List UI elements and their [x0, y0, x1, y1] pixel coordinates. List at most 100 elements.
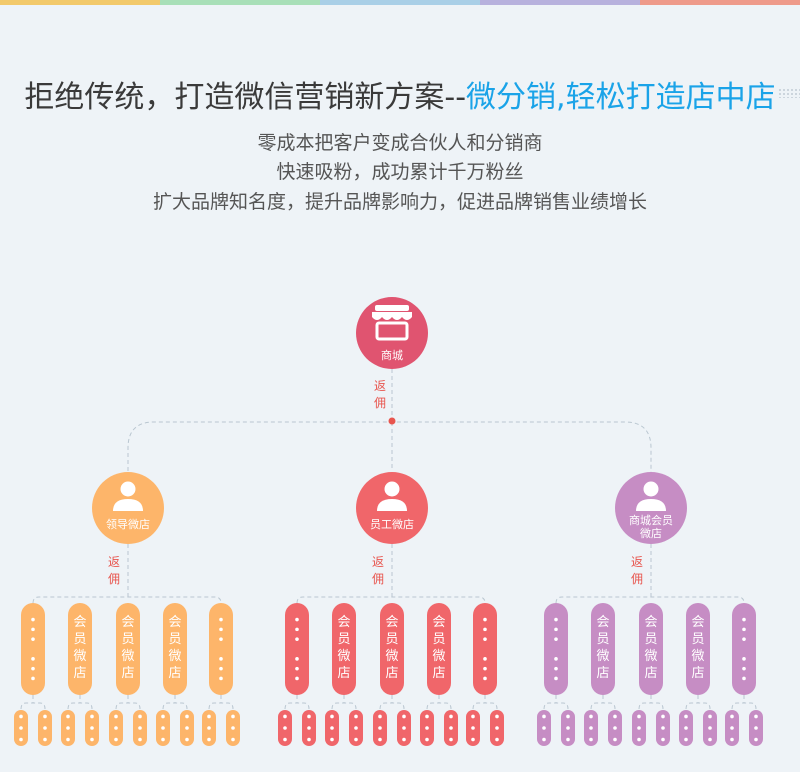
pill-dot — [742, 637, 746, 641]
dots-pill — [420, 710, 434, 746]
pill-dot — [66, 737, 70, 742]
pill-dot — [161, 714, 165, 719]
pill-dot — [295, 666, 299, 671]
pill-dot — [207, 726, 211, 730]
dots-pill — [679, 710, 693, 746]
pill-dot — [295, 637, 299, 641]
pill-dot — [219, 637, 223, 641]
user-body — [377, 499, 407, 511]
pill-dot — [378, 714, 382, 719]
top-bar-segment — [0, 0, 160, 5]
pill-dot — [114, 714, 118, 719]
dots-pill — [561, 710, 575, 746]
dots-pill — [61, 710, 75, 746]
pill-dot — [449, 737, 453, 742]
pill-dot — [425, 726, 429, 730]
pill-dot — [730, 714, 734, 719]
pill-dot — [283, 714, 287, 719]
pill-dot — [295, 657, 299, 661]
top-bar-segment — [480, 0, 640, 5]
member-shop-pill — [686, 603, 710, 695]
pill-dot — [219, 657, 223, 661]
pill-dot — [66, 726, 70, 730]
member-shop-pill — [163, 603, 187, 695]
pill-dot — [742, 627, 746, 632]
pill-dot — [542, 737, 546, 742]
pill-dot — [43, 726, 47, 730]
pill-dot — [19, 737, 23, 742]
dots-pill — [397, 710, 411, 746]
leaf-connector — [162, 695, 188, 710]
pill-dot — [295, 676, 299, 681]
leaf-connector — [379, 695, 405, 710]
pill-dot — [43, 737, 47, 742]
awning-top — [375, 305, 409, 311]
pill-dot — [402, 714, 406, 719]
dots-pill — [226, 710, 240, 746]
pill-dot — [554, 637, 558, 641]
rebate-label: 返佣 — [631, 555, 643, 586]
user-head — [120, 481, 136, 497]
member-shop-label: 会员微店 — [385, 615, 398, 681]
pill-dot — [185, 737, 189, 742]
pill-dot — [90, 737, 94, 742]
pill-dot — [185, 726, 189, 730]
pill-dot — [742, 617, 746, 622]
dots-pill — [180, 710, 194, 746]
pill-dot — [661, 726, 665, 730]
pill-dot — [661, 737, 665, 742]
dots-pill — [544, 603, 568, 695]
dots-pill — [732, 603, 756, 695]
pill-dot — [730, 737, 734, 742]
decorative-dots — [778, 88, 800, 98]
pill-dot — [661, 714, 665, 719]
sub-connector-bar — [296, 596, 486, 604]
pill-dot — [483, 627, 487, 632]
pill-dot — [31, 676, 35, 681]
pill-dot — [754, 726, 758, 730]
pill-dot — [684, 714, 688, 719]
user-head — [643, 481, 659, 497]
pill-dot — [295, 627, 299, 632]
pill-dot — [31, 617, 35, 622]
member-shop-label: 会员微店 — [432, 615, 445, 681]
awning-scallop — [372, 312, 412, 320]
pill-shape — [285, 603, 309, 695]
pill-dot — [554, 676, 558, 681]
pill-dot — [207, 714, 211, 719]
pill-dot — [754, 714, 758, 719]
pill-dot — [449, 714, 453, 719]
pill-dot — [684, 737, 688, 742]
pill-dot — [566, 714, 570, 719]
leaf-connector — [115, 695, 141, 710]
dots-pill — [14, 710, 28, 746]
branch-label: 领导微店 — [106, 517, 150, 531]
member-shop-label: 会员微店 — [691, 615, 704, 681]
user-body — [636, 499, 666, 511]
dots-pill — [656, 710, 670, 746]
dots-pill — [632, 710, 646, 746]
dots-pill — [202, 710, 216, 746]
pill-dot — [31, 666, 35, 671]
user-icon — [636, 481, 666, 511]
pill-dot — [637, 737, 641, 742]
leaf-connector — [590, 695, 616, 710]
rebate-label: 返佣 — [108, 555, 120, 586]
pill-dot — [138, 726, 142, 730]
pill-dot — [742, 657, 746, 661]
sub-connector-bar — [555, 596, 745, 604]
pill-dot — [483, 676, 487, 681]
dots-pill — [703, 710, 717, 746]
member-shop-pill — [332, 603, 356, 695]
member-shop-pill — [591, 603, 615, 695]
pill-dot — [589, 714, 593, 719]
pill-shape — [209, 603, 233, 695]
pill-dot — [402, 737, 406, 742]
dots-pill — [133, 710, 147, 746]
pill-shape — [21, 603, 45, 695]
pill-dot — [742, 666, 746, 671]
leaf-connector — [20, 695, 46, 710]
pill-dot — [231, 714, 235, 719]
dots-pill — [473, 603, 497, 695]
pill-dot — [495, 714, 499, 719]
